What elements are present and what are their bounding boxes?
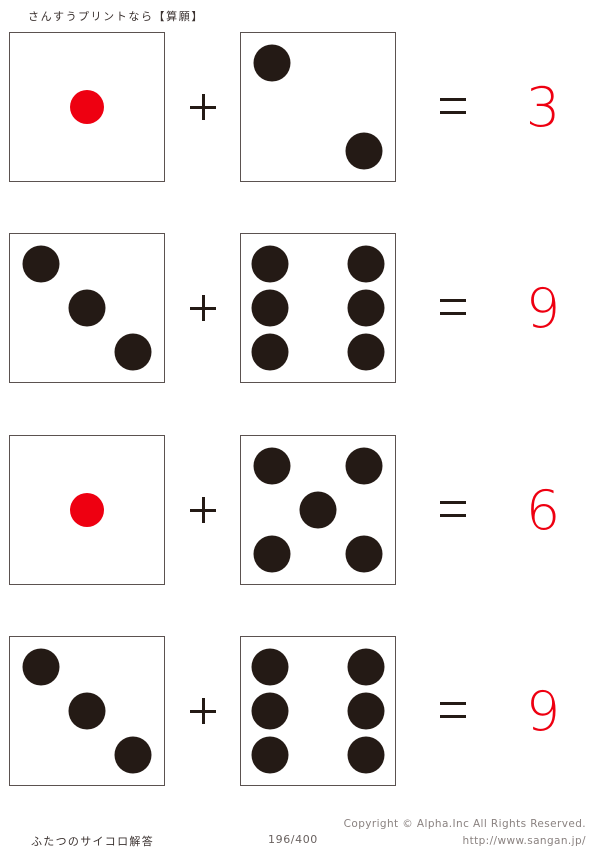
dice-face-left [9, 435, 165, 585]
dice-pip [347, 245, 385, 283]
answer-value: 6 [525, 479, 561, 542]
dice-pip [114, 333, 152, 371]
dice-pip [70, 493, 104, 527]
dice-pip [345, 535, 383, 573]
footer-url[interactable]: http://www.sangan.jp/ [462, 835, 586, 847]
equals-icon [440, 98, 466, 114]
answer-value: 9 [525, 680, 561, 743]
dice-pip [253, 44, 291, 82]
dice-pip [347, 736, 385, 774]
footer-sheet-title: ふたつのサイコロ解答 [31, 835, 154, 848]
dice-face-left [9, 32, 165, 182]
dice-pip [253, 535, 291, 573]
answer-value: 9 [525, 277, 561, 340]
footer-copyright: Copyright © Alpha.Inc All Rights Reserve… [343, 818, 586, 830]
dice-pip [251, 648, 289, 686]
dice-pip [251, 692, 289, 730]
dice-pip [347, 289, 385, 327]
dice-pip [22, 648, 60, 686]
dice-pip [114, 736, 152, 774]
dice-pip [68, 289, 106, 327]
dice-pip [68, 692, 106, 730]
footer-page-number: 196/400 [268, 833, 318, 846]
dice-pip [299, 491, 337, 529]
dice-pip [251, 245, 289, 283]
dice-face-right [240, 233, 396, 383]
dice-pip [251, 289, 289, 327]
dice-pip [253, 447, 291, 485]
dice-pip [251, 333, 289, 371]
plus-icon [190, 295, 216, 321]
plus-icon [190, 94, 216, 120]
plus-icon [190, 698, 216, 724]
dice-face-right [240, 435, 396, 585]
dice-pip [345, 132, 383, 170]
dice-face-left [9, 233, 165, 383]
answer-value: 3 [525, 76, 561, 139]
equals-icon [440, 299, 466, 315]
page-title: さんすうプリントなら【算願】 [28, 10, 204, 23]
dice-face-right [240, 636, 396, 786]
equals-icon [440, 702, 466, 718]
plus-icon [190, 497, 216, 523]
dice-pip [347, 692, 385, 730]
dice-pip [345, 447, 383, 485]
dice-pip [22, 245, 60, 283]
dice-face-right [240, 32, 396, 182]
dice-pip [347, 648, 385, 686]
dice-pip [70, 90, 104, 124]
dice-face-left [9, 636, 165, 786]
dice-pip [251, 736, 289, 774]
dice-pip [347, 333, 385, 371]
equals-icon [440, 501, 466, 517]
